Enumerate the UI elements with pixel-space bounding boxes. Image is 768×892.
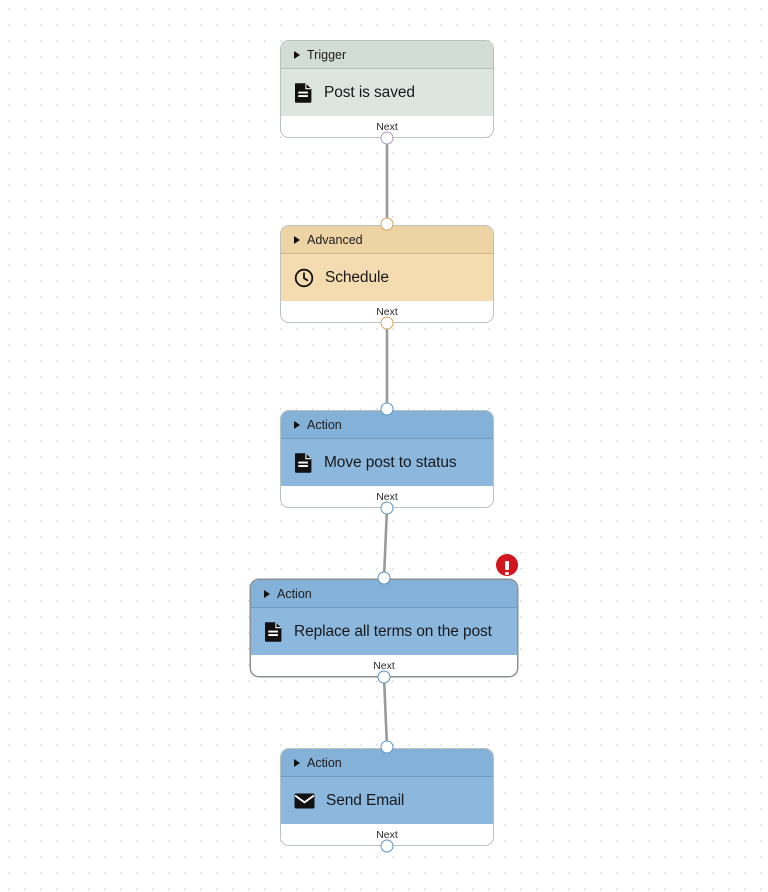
node-title: Replace all terms on the post [294,622,492,640]
node-title: Schedule [325,268,389,286]
node-header[interactable]: Action [281,411,493,439]
node-footer-label: Next [373,659,395,672]
connector-port-port-action3-in[interactable] [380,740,394,754]
connector-port-port-action1-out[interactable] [380,501,394,515]
node-footer-next[interactable]: Next [281,824,493,845]
chevron-right-icon[interactable] [294,50,300,59]
node-body[interactable]: Replace all terms on the post [251,608,517,655]
node-footer-next[interactable]: Next [251,655,517,676]
node-footer-label: Next [376,490,398,503]
node-footer-next[interactable]: Next [281,116,493,137]
node-type-label: Action [307,755,342,770]
chevron-right-icon[interactable] [264,589,270,598]
node-body[interactable]: Send Email [281,777,493,824]
chevron-right-icon[interactable] [294,420,300,429]
node-body[interactable]: Schedule [281,254,493,301]
document-icon [295,453,312,473]
node-header[interactable]: Action [281,749,493,777]
node-type-label: Trigger [307,47,347,62]
node-footer-label: Next [376,828,398,841]
exclamation-mark [505,560,510,575]
envelope-icon [294,793,315,808]
node-footer-next[interactable]: Next [281,486,493,507]
connector-port-port-action1-in[interactable] [380,402,394,416]
node-header[interactable]: Trigger [281,41,493,69]
node-footer-label: Next [376,120,398,133]
connector-port-port-action2-out[interactable] [377,670,391,684]
chevron-right-icon[interactable] [294,235,300,244]
connector-port-port-advanced-in[interactable] [380,217,394,231]
node-footer-next[interactable]: Next [281,301,493,322]
document-icon [295,83,312,103]
connector-port-port-advanced-out[interactable] [380,316,394,330]
chevron-right-icon[interactable] [294,758,300,767]
document-icon [265,622,282,642]
node-type-label: Action [277,586,312,601]
connector-port-port-trigger-out[interactable] [380,131,394,145]
node-header[interactable]: Action [251,580,517,608]
node-header[interactable]: Advanced [281,226,493,254]
node-body[interactable]: Post is saved [281,69,493,116]
error-badge-icon[interactable] [496,554,518,576]
node-type-label: Advanced [307,232,363,247]
connector-port-port-action3-out[interactable] [380,839,394,853]
clock-icon [294,268,314,287]
node-title: Move post to status [324,453,457,471]
connector-line[interactable] [382,506,389,580]
node-title: Send Email [326,791,405,809]
connector-port-port-action2-in[interactable] [377,571,391,585]
node-type-label: Action [307,417,342,432]
node-footer-label: Next [376,305,398,318]
node-title: Post is saved [324,83,415,101]
connector-line[interactable] [382,675,389,749]
node-body[interactable]: Move post to status [281,439,493,486]
